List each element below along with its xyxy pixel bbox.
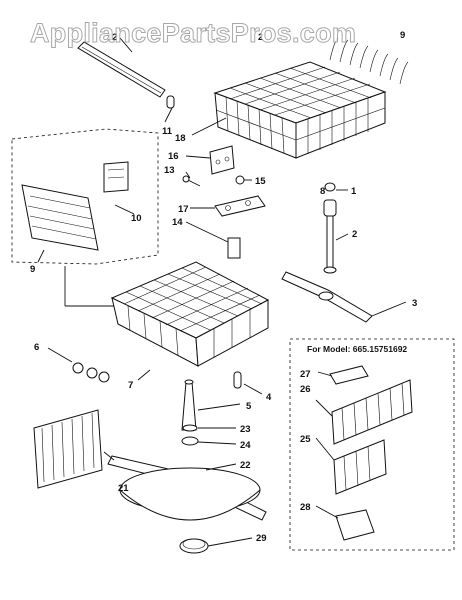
part-17-rail-adjuster bbox=[214, 195, 266, 217]
callout-14: 14 bbox=[172, 217, 183, 228]
part-27-basket-handle bbox=[329, 365, 369, 385]
callout-17: 17 bbox=[178, 204, 189, 215]
part-10-silverware-basket-lid bbox=[21, 161, 129, 251]
callout-24: 24 bbox=[240, 440, 251, 451]
callout-13: 13 bbox=[164, 165, 175, 176]
callout-23: 23 bbox=[240, 424, 251, 435]
part-2-spray-tube bbox=[323, 199, 337, 274]
callout-2: 2 bbox=[352, 229, 357, 240]
leader-lines bbox=[37, 37, 407, 547]
part-24-seal bbox=[181, 436, 199, 446]
callout-15: 15 bbox=[255, 176, 266, 187]
part-23-washer bbox=[182, 424, 198, 432]
part-21-filter-screen bbox=[33, 409, 103, 489]
callout-3: 3 bbox=[412, 298, 417, 309]
part-8-nut bbox=[324, 182, 336, 192]
part-6-rack-wheels bbox=[72, 362, 110, 383]
part-4-pin bbox=[233, 371, 242, 389]
model-box bbox=[289, 338, 455, 551]
part-5-spray-tower bbox=[181, 379, 197, 431]
callout-16: 16 bbox=[168, 151, 179, 162]
part-16-bracket bbox=[209, 145, 235, 175]
callout-9-top: 9 bbox=[400, 30, 405, 41]
callout-4: 4 bbox=[266, 392, 272, 403]
part-lower-filter-dome bbox=[119, 467, 261, 521]
part-15-roller bbox=[235, 175, 245, 185]
callout-27: 27 bbox=[300, 369, 311, 380]
part-26-basket bbox=[331, 379, 413, 445]
callout-2-top: 2 bbox=[258, 32, 263, 43]
part-13-screw bbox=[182, 175, 201, 187]
part-29-ring bbox=[179, 538, 209, 554]
callout-5: 5 bbox=[246, 401, 252, 412]
part-18-upper-rack bbox=[213, 37, 409, 159]
part-25-basket bbox=[333, 439, 387, 495]
part-3-upper-spray-arm bbox=[281, 271, 373, 323]
part-28-basket-cup bbox=[335, 509, 375, 541]
part-12-rack-rail bbox=[77, 41, 166, 98]
callout-labels: 12 11 18 2 9 16 13 15 17 14 10 9 8 1 2 3… bbox=[30, 30, 417, 544]
callout-25: 25 bbox=[300, 434, 311, 445]
callout-18: 18 bbox=[175, 133, 186, 144]
callout-1: 1 bbox=[351, 186, 357, 197]
callout-28: 28 bbox=[300, 502, 311, 513]
callout-9: 9 bbox=[30, 264, 35, 275]
callout-12: 12 bbox=[107, 32, 118, 43]
callout-6: 6 bbox=[34, 342, 39, 353]
callout-11: 11 bbox=[162, 126, 173, 137]
part-7-lower-rack bbox=[110, 261, 270, 367]
dashed-group-box bbox=[11, 128, 159, 265]
watermark-text: AppliancePartsPros.com bbox=[29, 18, 357, 49]
callout-21: 21 bbox=[118, 483, 129, 494]
part-11-clip bbox=[166, 95, 175, 109]
callout-26: 26 bbox=[300, 384, 311, 395]
callout-29: 29 bbox=[256, 533, 267, 544]
callout-22: 22 bbox=[240, 460, 251, 471]
model-box-title: For Model: 665.15751692 bbox=[307, 344, 407, 354]
callout-8: 8 bbox=[320, 186, 325, 197]
callout-7: 7 bbox=[128, 380, 133, 391]
part-14-adjuster-clip bbox=[227, 237, 241, 259]
callout-10: 10 bbox=[131, 213, 142, 224]
